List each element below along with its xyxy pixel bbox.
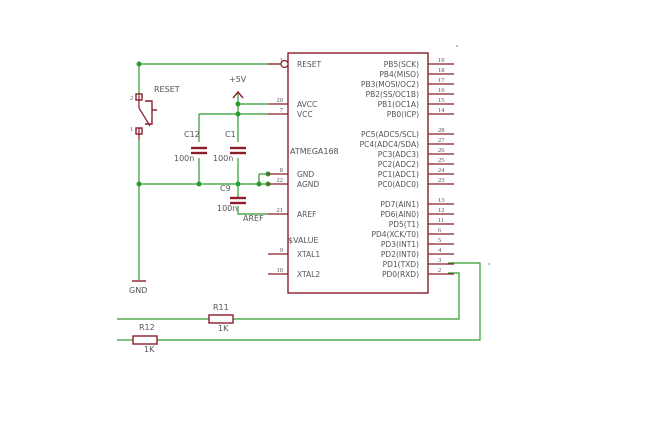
pin-label-pd0-rxd: PD0(RXD) (382, 270, 419, 279)
c12-name: C12 (184, 130, 200, 139)
pin-number-avcc: 20 (277, 97, 284, 104)
pin-number-reset: 1 (280, 57, 283, 64)
pin-label-pb5-sck: PB5(SCK) (384, 60, 419, 69)
pin-number-pd1-txd: 3 (438, 257, 441, 264)
aref-net-label: AREF (243, 214, 264, 223)
pin-number-pb4-miso: 18 (438, 67, 445, 74)
pin-label-reset: RESET (297, 60, 321, 69)
pin-label-pb3-mosi-oc2: PB3(MOSI/OC2) (361, 80, 419, 89)
pin-label-pc2-adc2: PC2(ADC2) (378, 160, 419, 169)
resistor-r12: R12 1K (132, 323, 158, 354)
pin-label-agnd: AGND (297, 180, 319, 189)
resistor-r11: R11 1K (208, 303, 234, 333)
pin-label-pd3-int1: PD3(INT1) (381, 240, 419, 249)
pin-number-xtal1: 9 (280, 247, 283, 254)
pin-label-xtal1: XTAL1 (297, 250, 320, 259)
pin-label-pd2-int0: PD2(INT0) (381, 250, 419, 259)
pin-number-pb0-icp: 14 (438, 107, 445, 114)
pin-label-gnd: GND (297, 170, 314, 179)
c12-value: 100n (174, 154, 194, 163)
pin-number-agnd: 22 (277, 177, 284, 184)
pin-label-avcc: AVCC (297, 100, 317, 109)
r11-name: R11 (213, 303, 229, 312)
pin-number-pd6-ain0: 12 (438, 207, 445, 214)
gnd-symbol: GND (129, 280, 147, 295)
mcu-left-pins: 1 RESET 20 AVCC 7 VCC 8 GND 22 AGND 21 AREF 9 XTAL1 10… (268, 57, 321, 279)
pin-label-vcc: VCC (297, 110, 313, 119)
c1-value: 100n (213, 154, 233, 163)
pin-number-pd4-xck-t0: 6 (438, 227, 442, 234)
capacitor-c9: C9 100n AREF (217, 184, 264, 223)
mcu-value: $VALUE (288, 236, 319, 245)
pin-number-xtal2: 10 (277, 267, 284, 274)
reset-switch-pin-1: 1 (130, 126, 133, 133)
reset-switch-label: RESET (154, 85, 180, 94)
pin-number-gnd: 8 (280, 167, 283, 174)
pin-number-pd3-int1: 5 (438, 237, 441, 244)
pin-number-aref: 21 (277, 207, 284, 214)
pin-label-pd4-xck-t0: PD4(XCK/T0) (371, 230, 419, 239)
pin-label-pb1-oc1a: PB1(OC1A) (378, 100, 419, 109)
pin-number-pd0-rxd: 2 (438, 267, 441, 274)
pin-number-pc1-adc1: 24 (438, 167, 445, 174)
pin-number-vcc: 7 (280, 107, 284, 114)
pin-label-pc4-adc4-sda: PC4(ADC4/SDA) (360, 140, 419, 149)
pin-label-pc3-adc3: PC3(ADC3) (378, 150, 419, 159)
pin-label-pb4-miso: PB4(MISO) (379, 70, 419, 79)
pin-label-aref: AREF (297, 210, 316, 219)
pin-number-pc3-adc3: 26 (438, 147, 445, 154)
pin-label-xtal2: XTAL2 (297, 270, 320, 279)
pin-label-pc0-adc0: PC0(ADC0) (378, 180, 419, 189)
pin-label-pc5-adc5-scl: PC5(ADC5/SCL) (361, 130, 419, 139)
pin-number-pd2-int0: 4 (438, 247, 442, 254)
stray-marks (456, 45, 490, 265)
c9-value: 100n (217, 204, 237, 213)
mcu-name: ATMEGA168 (290, 147, 339, 156)
mcu-right-pins: 19PB5(SCK)18PB4(MISO)17PB3(MOSI/OC2)16PB… (360, 57, 454, 279)
pin-number-pb2-ss-oc1b: 16 (438, 87, 445, 94)
pin-number-pc0-adc0: 23 (438, 177, 445, 184)
capacitor-c1: C1 100n (213, 130, 246, 163)
pin-label-pd1-txd: PD1(TXD) (383, 260, 419, 269)
reset-switch-pin-2: 2 (130, 95, 133, 102)
pin-label-pd6-ain0: PD6(AIN0) (380, 210, 419, 219)
pin-number-pd7-ain1: 13 (438, 197, 445, 204)
supply-label: +5V (229, 75, 247, 84)
pin-label-pc1-adc1: PC1(ADC1) (378, 170, 419, 179)
gnd-label: GND (129, 286, 147, 295)
r11-value: 1K (218, 324, 229, 333)
wires (117, 63, 481, 341)
pin-number-pc5-adc5-scl: 28 (438, 127, 445, 134)
c9-name: C9 (220, 184, 231, 193)
pin-number-pd5-t1: 11 (438, 217, 444, 224)
pin-number-pc4-adc4-sda: 27 (438, 137, 445, 144)
c1-name: C1 (225, 130, 236, 139)
pin-number-pb3-mosi-oc2: 17 (438, 77, 445, 84)
pin-label-pb0-icp: PB0(ICP) (387, 110, 419, 119)
pin-label-pb2-ss-oc1b: PB2(SS/OC1B) (366, 90, 419, 99)
pin-number-pb1-oc1a: 15 (438, 97, 445, 104)
pin-label-pd7-ain1: PD7(AIN1) (380, 200, 419, 209)
supply-5v: +5V (229, 75, 247, 99)
junctions (136, 61, 271, 187)
pin-label-pd5-t1: PD5(T1) (389, 220, 419, 229)
r12-name: R12 (139, 323, 155, 332)
pin-number-pc2-adc2: 25 (438, 157, 445, 164)
reset-switch: RESET 2 1 (130, 85, 180, 140)
capacitor-c12: C12 100n (174, 130, 207, 163)
pin-number-pb5-sck: 19 (438, 57, 445, 64)
r12-value: 1K (144, 345, 155, 354)
